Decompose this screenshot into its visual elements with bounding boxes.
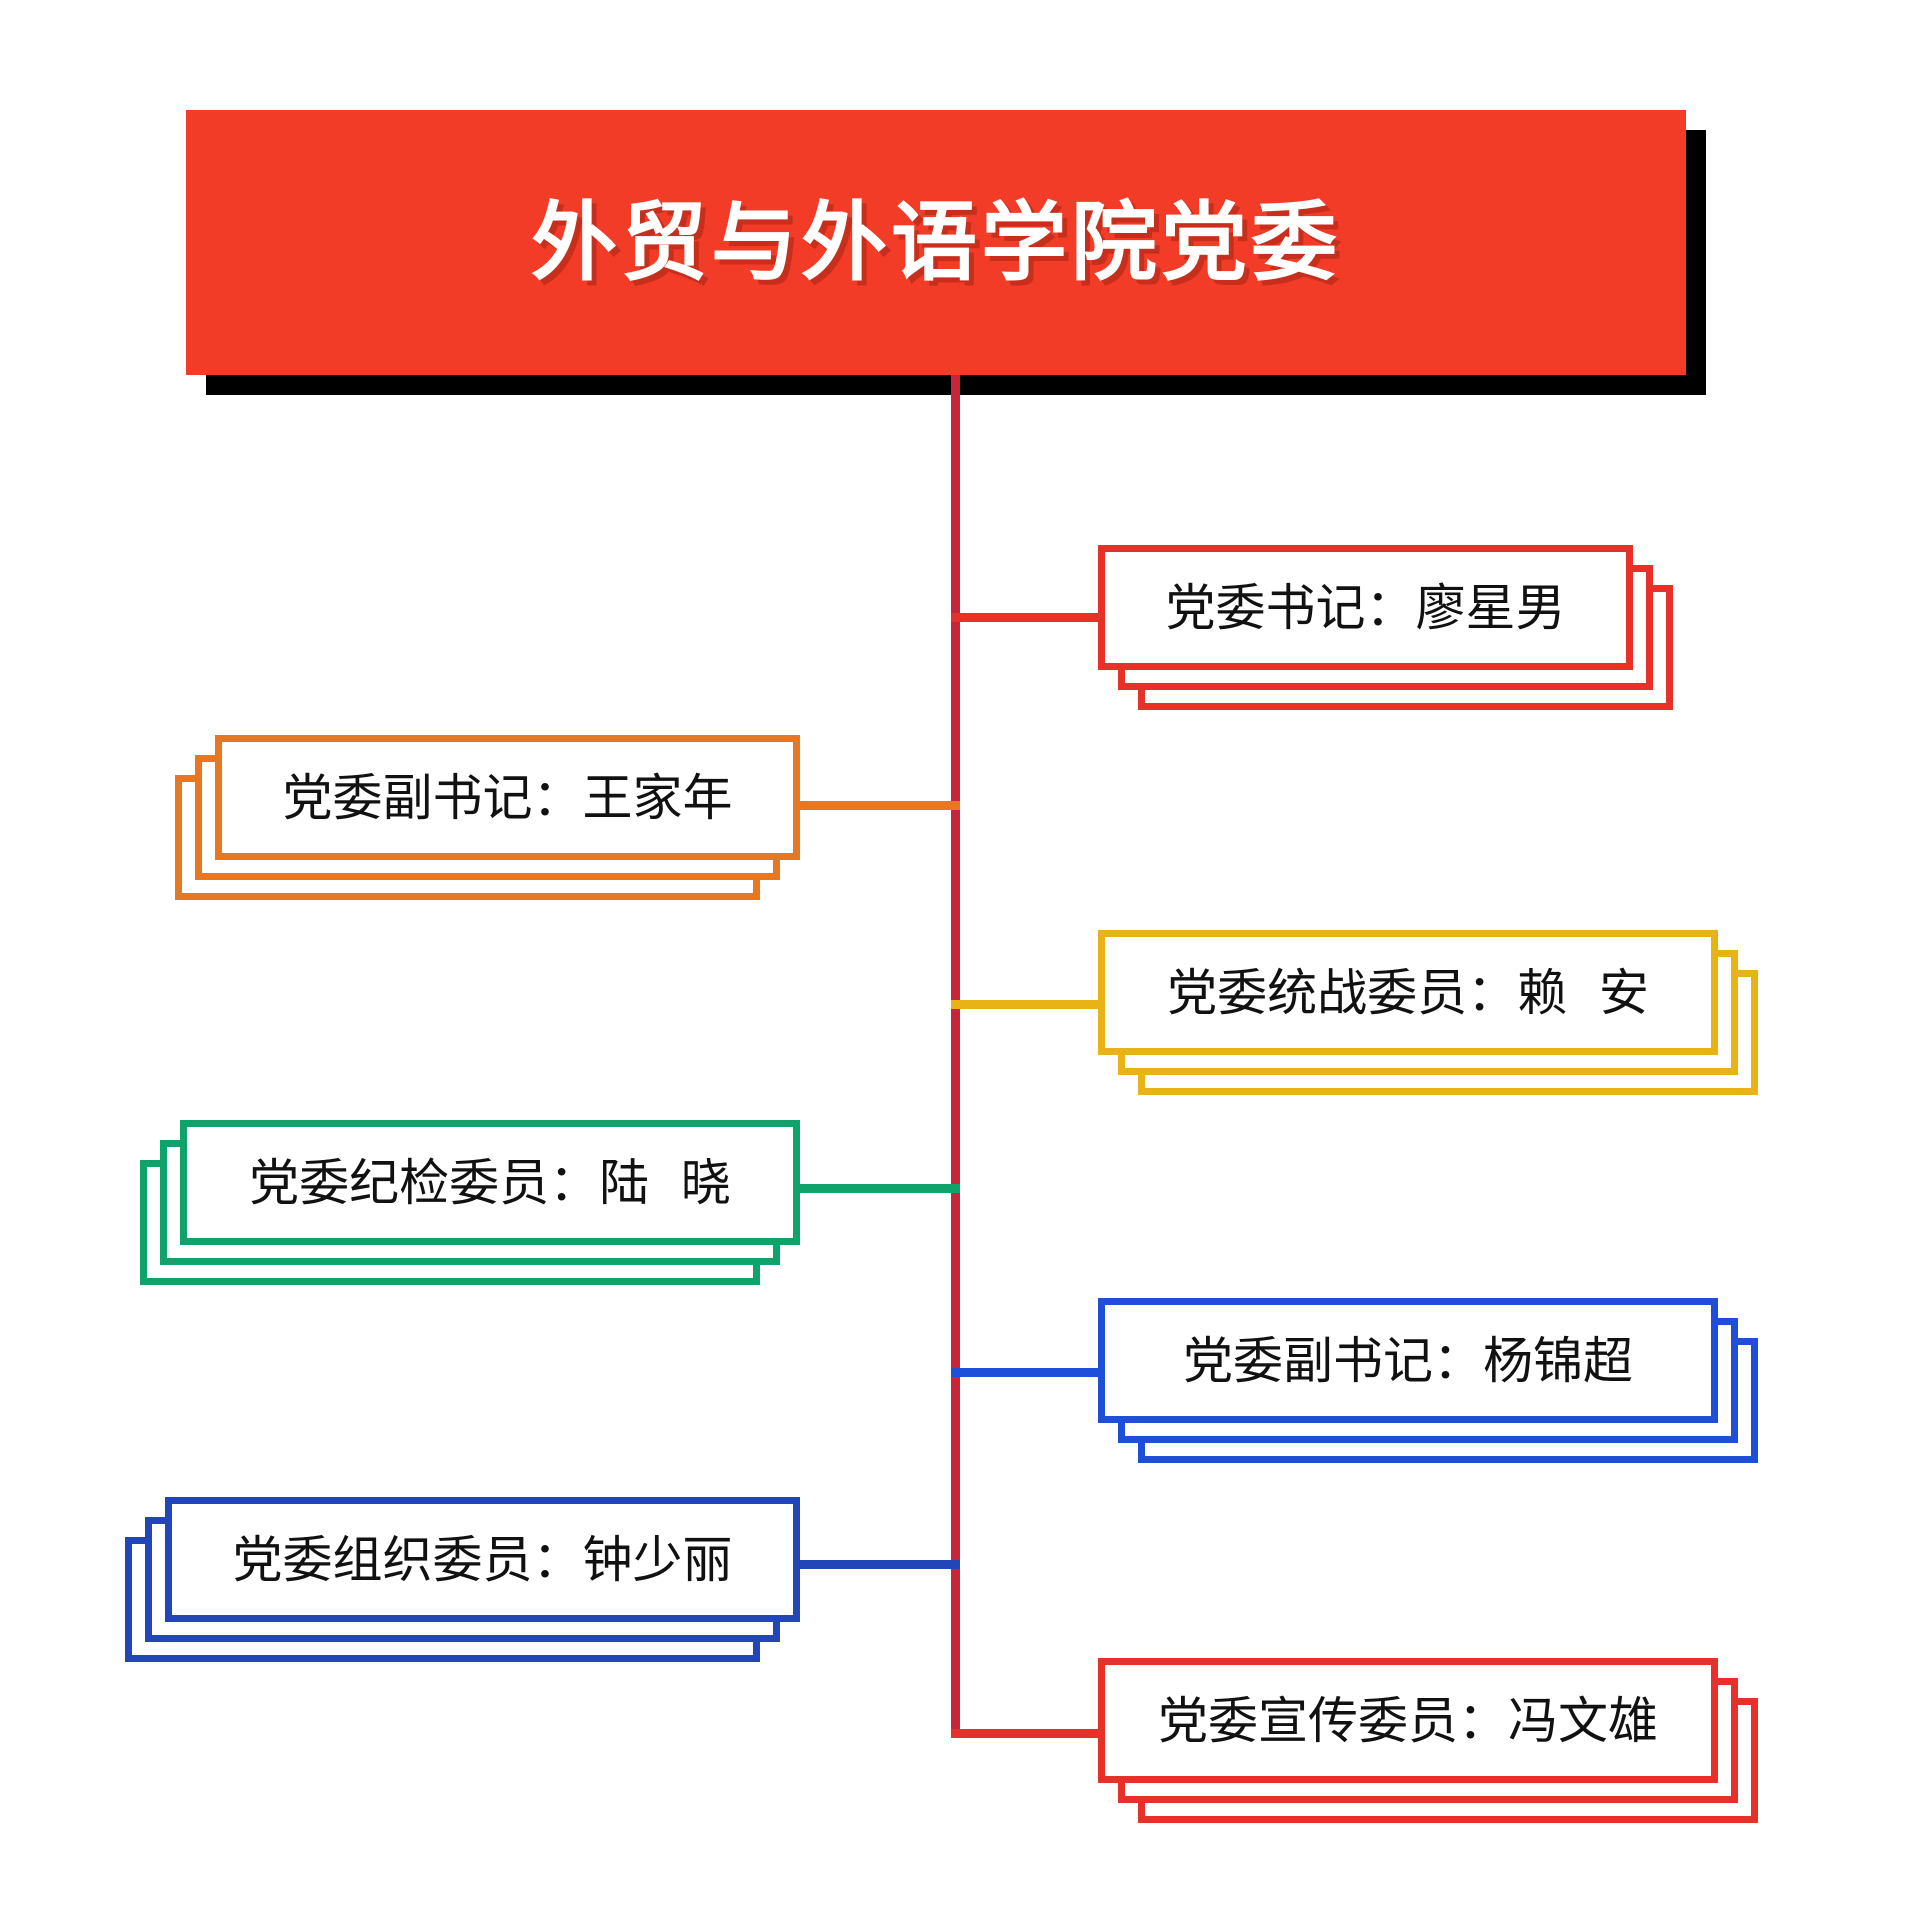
node-propaganda-box[interactable]: 党委宣传委员：冯文雄 bbox=[1098, 1658, 1718, 1783]
connector-propaganda bbox=[951, 1729, 1109, 1738]
root-node-box[interactable]: 外贸与外语学院党委 bbox=[186, 110, 1686, 375]
node-propaganda[interactable]: 党委宣传委员：冯文雄 bbox=[1098, 1658, 1758, 1828]
node-discipline-box[interactable]: 党委纪检委员：陆 晓 bbox=[180, 1120, 800, 1245]
connector-organization bbox=[800, 1560, 960, 1569]
node-united-front-box[interactable]: 党委统战委员：赖 安 bbox=[1098, 930, 1718, 1055]
node-deputy-yang-label: 党委副书记：杨锦超 bbox=[1183, 1331, 1633, 1390]
page-title: 外贸与外语学院党委 bbox=[531, 192, 1341, 293]
node-discipline-label: 党委纪检委员：陆 晓 bbox=[249, 1153, 731, 1212]
node-deputy-wang[interactable]: 党委副书记：王家年 bbox=[175, 735, 800, 910]
node-deputy-wang-label: 党委副书记：王家年 bbox=[282, 768, 733, 827]
node-discipline[interactable]: 党委纪检委员：陆 晓 bbox=[140, 1120, 800, 1295]
node-organization-box[interactable]: 党委组织委员：钟少丽 bbox=[165, 1497, 800, 1622]
trunk-vertical-connector bbox=[951, 375, 960, 1738]
connector-deputy-wang bbox=[800, 801, 960, 810]
node-secretary[interactable]: 党委书记：廖星男 bbox=[1098, 545, 1673, 710]
node-organization[interactable]: 党委组织委员：钟少丽 bbox=[125, 1497, 800, 1672]
connector-united-front bbox=[951, 1000, 1109, 1009]
connector-discipline bbox=[800, 1184, 960, 1193]
connector-secretary bbox=[951, 613, 1109, 622]
node-deputy-yang[interactable]: 党委副书记：杨锦超 bbox=[1098, 1298, 1758, 1468]
node-secretary-label: 党委书记：廖星男 bbox=[1165, 578, 1566, 637]
node-propaganda-label: 党委宣传委员：冯文雄 bbox=[1158, 1691, 1658, 1750]
connector-deputy-yang bbox=[951, 1368, 1109, 1377]
node-deputy-yang-box[interactable]: 党委副书记：杨锦超 bbox=[1098, 1298, 1718, 1423]
node-deputy-wang-box[interactable]: 党委副书记：王家年 bbox=[215, 735, 800, 860]
node-united-front[interactable]: 党委统战委员：赖 安 bbox=[1098, 930, 1758, 1100]
node-secretary-box[interactable]: 党委书记：廖星男 bbox=[1098, 545, 1633, 670]
node-organization-label: 党委组织委员：钟少丽 bbox=[232, 1530, 733, 1589]
node-united-front-label: 党委统战委员：赖 安 bbox=[1167, 963, 1649, 1022]
